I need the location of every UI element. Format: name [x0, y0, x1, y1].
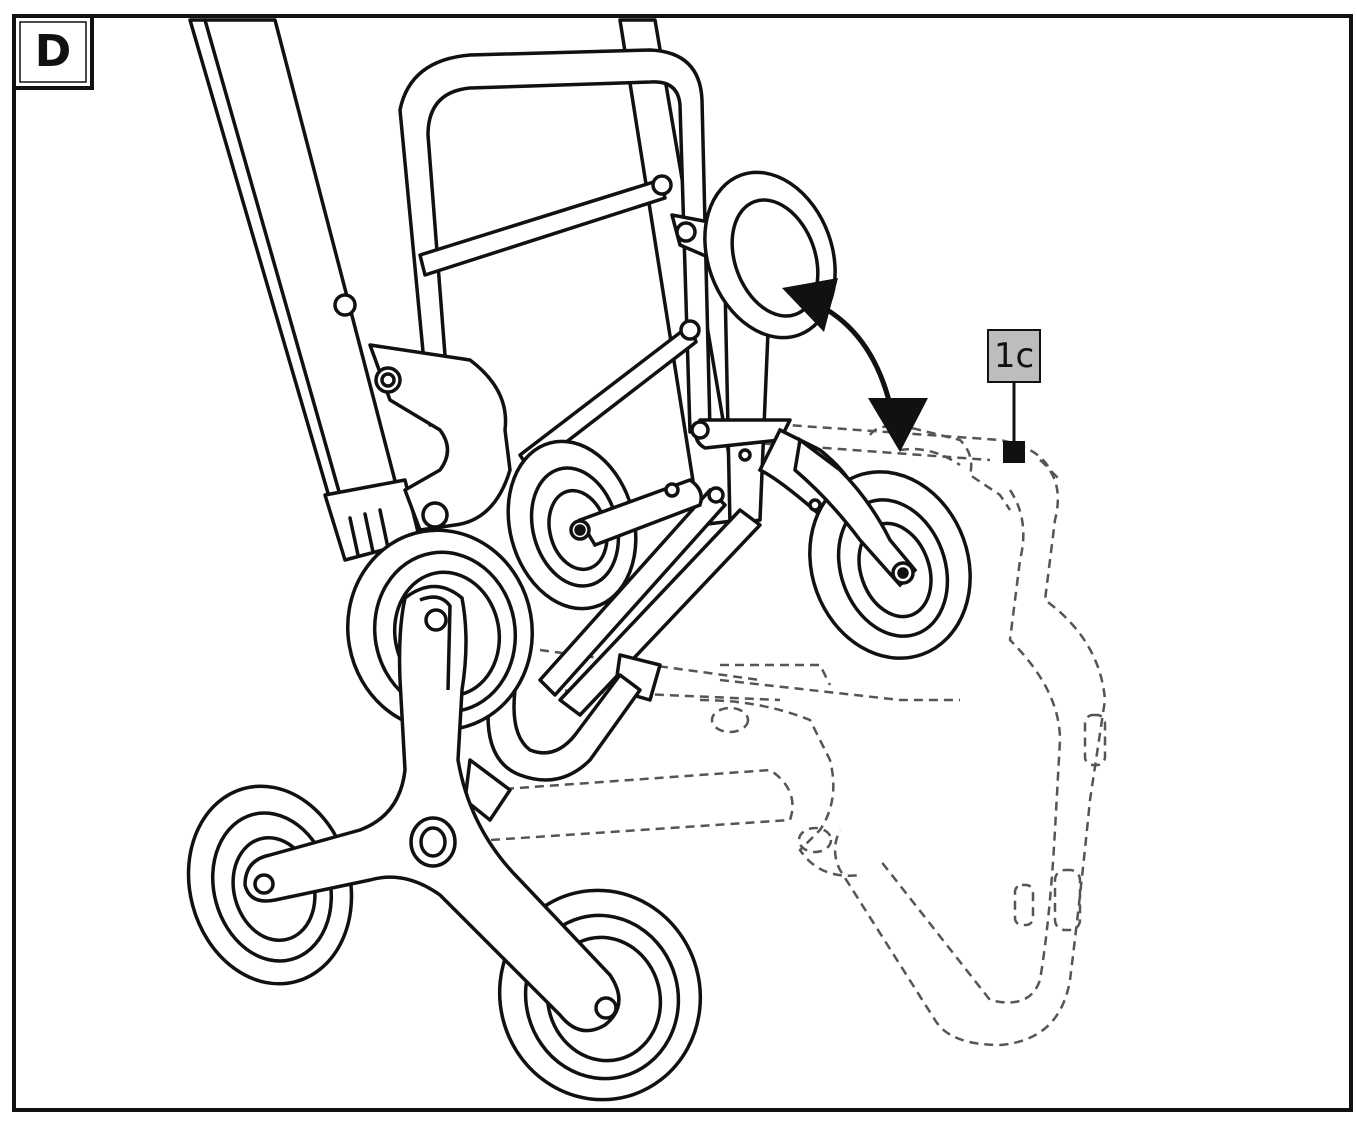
double-headed-curved-arrow-icon — [782, 278, 928, 452]
diagram-frame — [12, 14, 1353, 1112]
square-marker-icon — [1003, 441, 1025, 463]
callout — [987, 329, 1041, 463]
panel-letter: D — [35, 26, 72, 77]
tri-star-carrier — [243, 584, 621, 1033]
callout-label: 1c — [994, 336, 1034, 376]
right-wheel — [738, 427, 972, 660]
middle-wheel — [506, 439, 703, 611]
